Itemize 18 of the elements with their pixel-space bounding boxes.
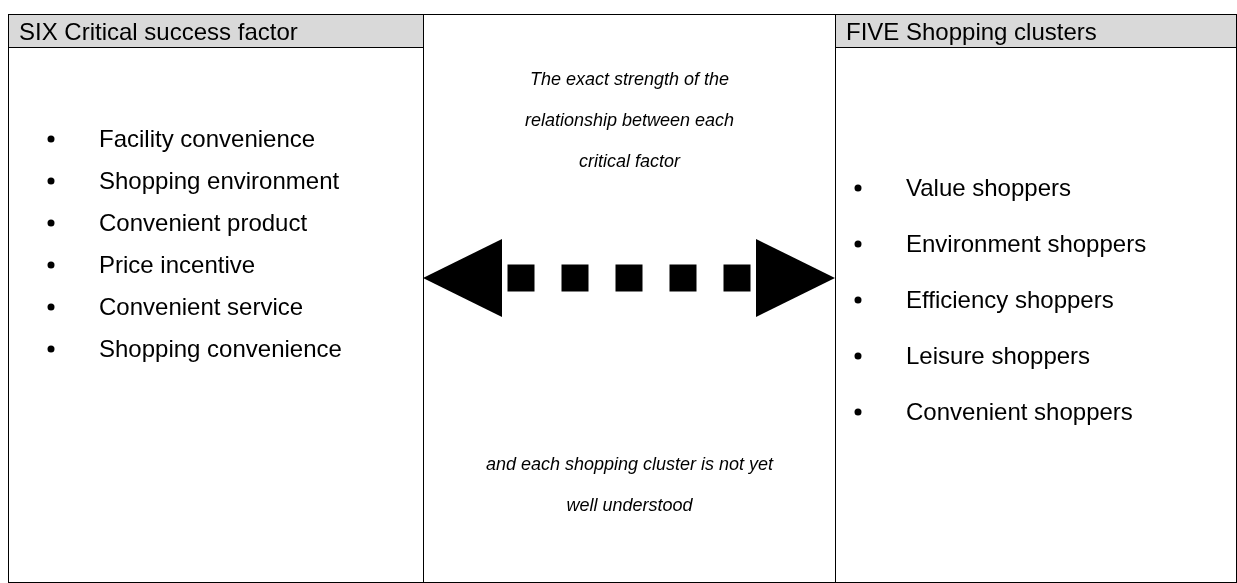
list-item: Convenient product	[99, 209, 308, 236]
list-item: Shopping convenience	[99, 335, 342, 362]
column-heading: SIX Critical success factor	[9, 15, 423, 48]
column-heading: FIVE Shopping clusters	[836, 15, 1236, 48]
list-item: Price incentive	[99, 251, 256, 278]
table-column	[835, 14, 1237, 583]
list-item: Convenient shoppers	[906, 398, 1133, 425]
list-item: Efficiency shoppers	[906, 286, 1114, 313]
list-item: Convenient service	[99, 293, 304, 320]
list-item: Shopping environment	[99, 167, 340, 194]
note-text: and each shopping cluster is not yet well understood	[484, 453, 775, 517]
table-column	[8, 14, 424, 583]
list-item: Leisure shoppers	[906, 342, 1091, 369]
note-text: The exact strength of the relationship between each critical factor	[523, 68, 736, 173]
list-item: Facility convenience	[99, 125, 316, 152]
list-item: Value shoppers	[906, 174, 1071, 201]
list-item: Environment shoppers	[906, 230, 1147, 257]
double-headed-arrow	[423, 239, 835, 317]
